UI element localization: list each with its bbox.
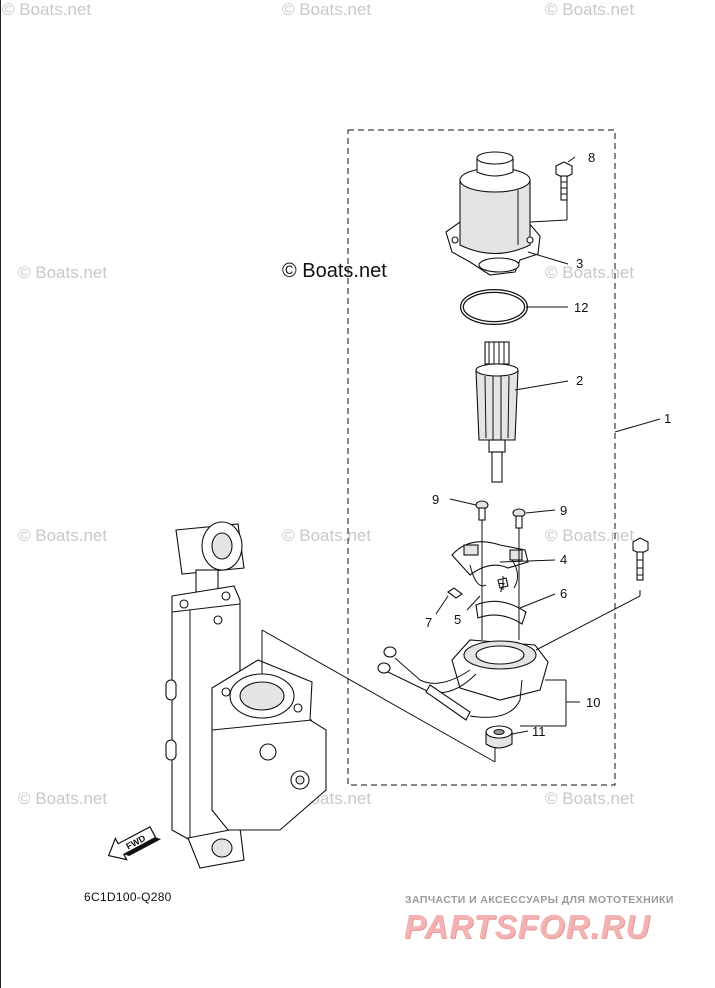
screw-part	[512, 508, 526, 529]
callout-6: 6	[560, 586, 567, 601]
branding-tagline: ЗАПЧАСТИ И АКСЕССУАРЫ ДЛЯ МОТОТЕХНИКИ	[405, 894, 674, 906]
fwd-arrow-icon: FWD	[107, 826, 162, 861]
callout-9: 9	[560, 503, 567, 518]
callout-8: 8	[588, 150, 595, 165]
watermark: © Boats.net	[2, 0, 92, 19]
callout-7: 7	[425, 615, 432, 630]
long-bolt-part	[632, 537, 649, 581]
end-cover-part	[377, 639, 549, 721]
main-watermark: © Boats.net	[282, 260, 387, 282]
tilt-cylinder-part	[165, 521, 327, 869]
armature-part	[475, 341, 519, 483]
callout-10: 10	[586, 695, 600, 710]
bolt-part	[555, 161, 573, 201]
watermark: © Boats.net	[282, 526, 372, 545]
watermark: © Boats.net	[18, 263, 108, 282]
callout-9: 9	[432, 492, 439, 507]
watermark: © Boats.net	[18, 789, 108, 808]
callout-5: 5	[454, 612, 461, 627]
bushing-part	[485, 725, 513, 749]
callout-3: 3	[576, 256, 583, 271]
watermark: © Boats.net	[545, 263, 635, 282]
callout-7: 7	[498, 580, 505, 595]
branding-logo: PARTSFOR.RU	[404, 908, 651, 945]
callout-1: 1	[664, 411, 671, 426]
screw-part	[475, 500, 489, 521]
callout-11: 11	[532, 724, 546, 739]
callout-2: 2	[576, 373, 583, 388]
leader-lines	[261, 156, 661, 763]
assembly-boundary	[347, 129, 616, 786]
page-border	[0, 0, 1, 988]
watermark: © Boats.net	[545, 526, 635, 545]
callout-4: 4	[560, 552, 567, 567]
watermark: © Boats.net	[545, 789, 635, 808]
watermark: © Boats.net	[18, 526, 108, 545]
motor-housing-part	[445, 151, 541, 276]
watermark: © Boats.net	[282, 0, 372, 19]
watermark: © Boats.net	[545, 0, 635, 19]
drawing-code: 6C1D100-Q280	[84, 890, 172, 904]
callout-12: 12	[574, 300, 588, 315]
